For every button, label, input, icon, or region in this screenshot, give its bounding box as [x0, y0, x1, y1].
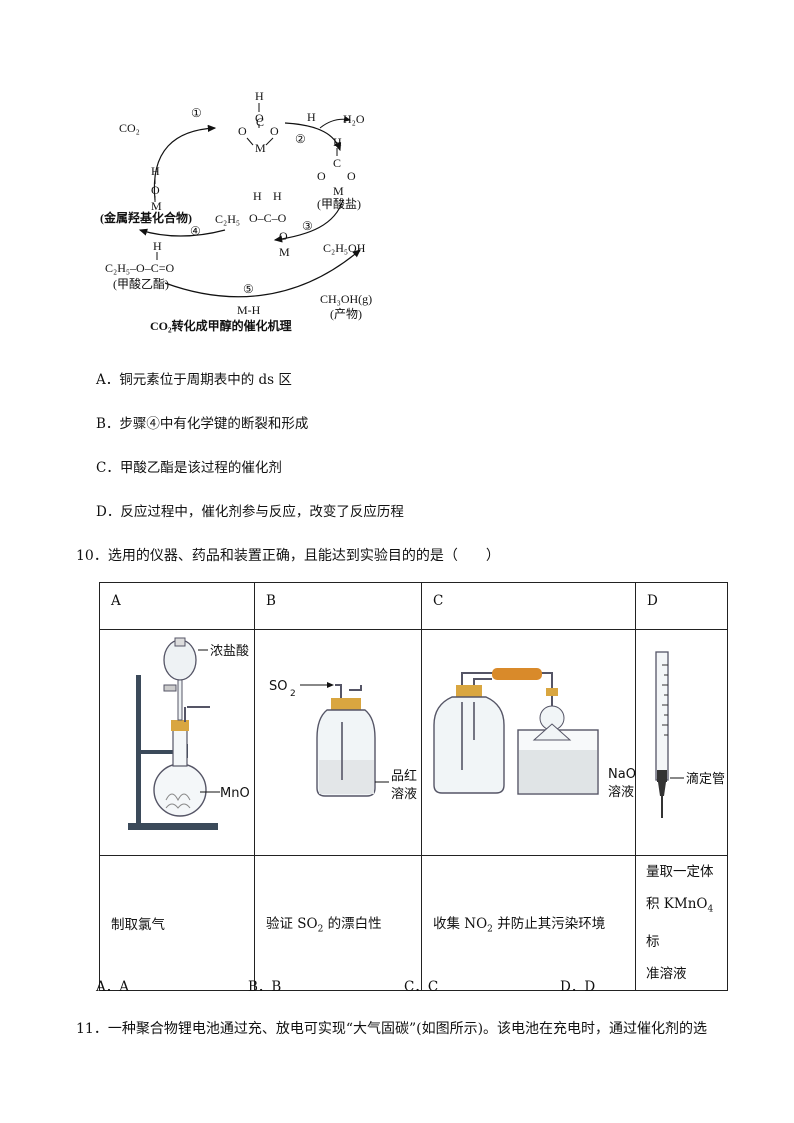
ethyl-formate-formula: C₂H₅–O–C=O [105, 261, 174, 275]
svg-text:O: O [151, 183, 160, 197]
desc-d: 量取一定体积 KMnO4 标准溶液 [635, 855, 728, 991]
svg-text:H: H [151, 164, 160, 178]
step-1-marker: ① [191, 106, 202, 120]
header-d: D [635, 582, 728, 630]
svg-text:O: O [255, 111, 264, 125]
svg-text:O: O [279, 229, 288, 243]
h-reagent: H [307, 110, 316, 124]
option-c: C．甲酸乙酯是该过程的催化剂 [96, 460, 282, 476]
step-3-marker: ③ [302, 219, 313, 233]
apparatus-b-cell: SO 2 品红 溶液 [254, 629, 422, 856]
svg-text:C: C [256, 115, 264, 129]
co2-label: CO₂ [119, 121, 140, 135]
step-4-marker: ④ [190, 224, 201, 238]
answer-a: A．A [96, 979, 129, 995]
answer-c: C．C [404, 979, 439, 995]
svg-text:2: 2 [290, 689, 296, 699]
h2o-label: H₂O [343, 112, 365, 126]
ethyl-formate-label: (甲酸乙酯) [113, 276, 169, 291]
header-b: B [254, 582, 422, 630]
svg-text:H: H [273, 189, 282, 203]
experiment-table: A B C D [99, 582, 728, 991]
svg-text:O–C–O: O–C–O [249, 211, 287, 225]
no2-collection-apparatus: NaO 溶液 [433, 668, 636, 800]
question-11-stem: 11．一种聚合物锂电池通过充、放电可实现“大气固碳”(如图所示)。该电池在充电时… [76, 1021, 708, 1037]
question-10-stem: 10．选用的仪器、药品和装置正确，且能达到实验目的的是（ ） [76, 548, 500, 564]
svg-text:M: M [279, 245, 290, 259]
svg-text:H: H [153, 239, 162, 253]
desc-a: 制取氯气 [99, 855, 255, 991]
step-5-marker: ⑤ [243, 282, 254, 296]
burette-apparatus: 滴定管 [655, 651, 725, 818]
svg-text:O: O [347, 169, 356, 183]
svg-text:M: M [333, 184, 344, 198]
so2-wash-bottle-apparatus: SO 2 品红 溶液 [269, 679, 417, 802]
option-b: B．步骤④中有化学键的断裂和形成 [96, 416, 309, 432]
svg-text:O: O [270, 124, 279, 138]
ethanol-label: C₂H₅OH [323, 241, 366, 255]
pinhong-label-1: 品红 [391, 768, 417, 784]
mh-label: M-H [237, 303, 261, 317]
answer-d: D．D [560, 979, 596, 995]
svg-text:H: H [255, 90, 264, 103]
option-d: D．反应过程中，催化剂参与反应，改变了反应历程 [96, 504, 404, 520]
answer-b: B．B [248, 979, 282, 995]
apparatus-a-cell: 浓盐酸 MnO [99, 629, 255, 856]
apparatus-d-cell: 滴定管 [635, 629, 728, 856]
naoh-label-1: NaO [608, 767, 636, 782]
chlorine-generator-apparatus: 浓盐酸 MnO [128, 637, 250, 830]
naoh-label-2: 溶液 [608, 785, 634, 800]
pinhong-label-2: 溶液 [391, 787, 417, 802]
conc-hcl-label: 浓盐酸 [210, 644, 249, 659]
product-label: (产物) [330, 307, 362, 321]
ethyl-group-label: C₂H₅ [215, 212, 240, 226]
mno2-label: MnO [220, 786, 250, 801]
header-c: C [421, 582, 636, 630]
svg-text:M: M [151, 199, 162, 213]
step-2-marker: ② [295, 132, 306, 146]
methanol-label: CH₃OH(g) [320, 292, 372, 306]
svg-text:H: H [333, 135, 342, 149]
metal-hydroxide-label: (金属羟基化合物) [100, 210, 192, 225]
desc-c: 收集 NO2 并防止其污染环境 [421, 855, 636, 991]
svg-text:H: H [253, 189, 262, 203]
desc-b: 验证 SO2 的漂白性 [254, 855, 422, 991]
formate-salt-label: (甲酸盐) [317, 196, 361, 211]
apparatus-c-cell: NaO 溶液 [421, 629, 636, 856]
burette-label: 滴定管 [686, 771, 725, 787]
svg-text:O: O [317, 169, 326, 183]
svg-text:O: O [238, 124, 247, 138]
svg-text:C: C [333, 156, 341, 170]
option-a: A．铜元素位于周期表中的 ds 区 [96, 372, 292, 388]
header-a: A [99, 582, 255, 630]
so2-label: SO [269, 679, 287, 694]
mechanism-caption: CO₂转化成甲醇的催化机理 [150, 318, 292, 333]
svg-text:M: M [255, 141, 266, 155]
